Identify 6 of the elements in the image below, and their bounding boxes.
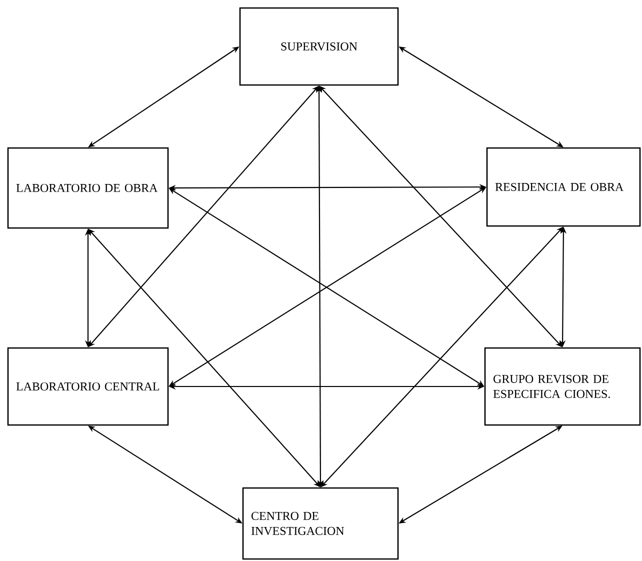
box: SUPERVISION bbox=[239, 7, 399, 86]
box: CENTRO DE INVESTIGACION bbox=[242, 487, 399, 560]
box: LABORATORIO CENTRAL bbox=[7, 347, 169, 426]
box: GRUPO REVISOR DE ESPECIFICA CIONES. bbox=[484, 347, 641, 426]
box: RESIDENCIA DE OBRA bbox=[486, 147, 641, 227]
box: LABORATORIO DE OBRA bbox=[7, 147, 169, 229]
